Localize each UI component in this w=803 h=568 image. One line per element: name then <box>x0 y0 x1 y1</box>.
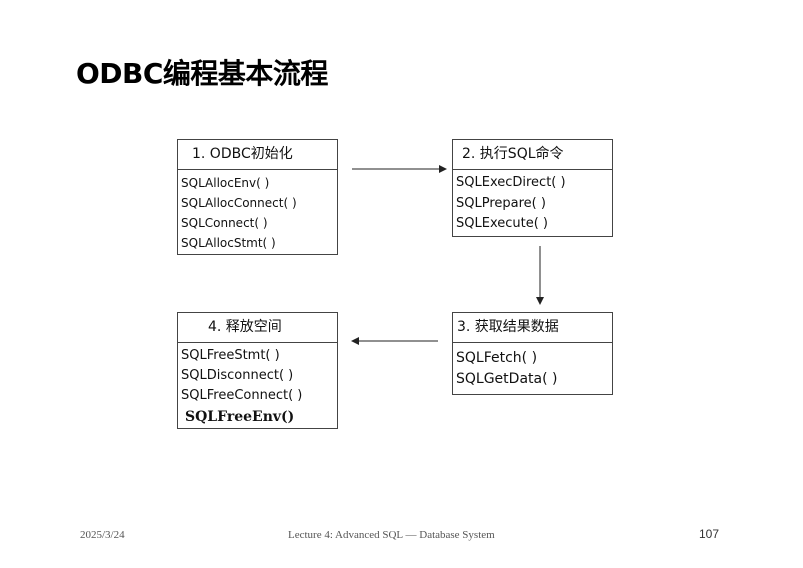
function-sqlallocenv: SQLAllocEnv( ) <box>181 176 270 190</box>
footer-date: 2025/3/24 <box>80 529 125 541</box>
step-1-label: 1. ODBC初始化 <box>178 140 337 170</box>
function-sqlfreeconnect: SQLFreeConnect( ) <box>181 388 303 403</box>
step-2-functions: SQLExecDirect( ) SQLPrepare( ) SQLExecut… <box>453 170 612 235</box>
function-sqlexecdirect: SQLExecDirect( ) <box>456 175 566 190</box>
step-1-functions: SQLAllocEnv( ) SQLAllocConnect( ) SQLCon… <box>178 170 337 253</box>
function-sqlconnect: SQLConnect( ) <box>181 216 268 230</box>
function-sqlfetch: SQLFetch( ) <box>456 350 538 366</box>
function-sqlexecute: SQLExecute( ) <box>456 216 548 231</box>
function-sqlallocconnect: SQLAllocConnect( ) <box>181 196 297 210</box>
footer-lecture: Lecture 4: Advanced SQL — Database Syste… <box>288 529 495 541</box>
function-sqlfreeenv: SQLFreeEnv() <box>185 409 295 425</box>
step-1-box: 1. ODBC初始化 SQLAllocEnv( ) SQLAllocConnec… <box>177 139 338 255</box>
step-4-functions: SQLFreeStmt( ) SQLDisconnect( ) SQLFreeC… <box>178 343 337 428</box>
function-sqlgetdata: SQLGetData( ) <box>456 371 558 387</box>
step-4-label: 4. 释放空间 <box>178 313 337 343</box>
function-sqlprepare: SQLPrepare( ) <box>456 195 546 211</box>
step-2-box: 2. 执行SQL命令 SQLExecDirect( ) SQLPrepare( … <box>452 139 613 237</box>
step-3-box: 3. 获取结果数据 SQLFetch( ) SQLGetData( ) <box>452 312 613 395</box>
function-sqlallocstmt: SQLAllocStmt( ) <box>181 236 276 250</box>
function-sqlfreestmt: SQLFreeStmt( ) <box>181 348 280 363</box>
step-4-box: 4. 释放空间 SQLFreeStmt( ) SQLDisconnect( ) … <box>177 312 338 429</box>
step-3-functions: SQLFetch( ) SQLGetData( ) <box>453 343 612 390</box>
function-sqldisconnect: SQLDisconnect( ) <box>181 368 294 383</box>
page-number: 107 <box>699 527 720 541</box>
step-2-label: 2. 执行SQL命令 <box>453 140 612 170</box>
slide-title: ODBC编程基本流程 <box>76 57 328 90</box>
step-3-label: 3. 获取结果数据 <box>453 313 612 343</box>
